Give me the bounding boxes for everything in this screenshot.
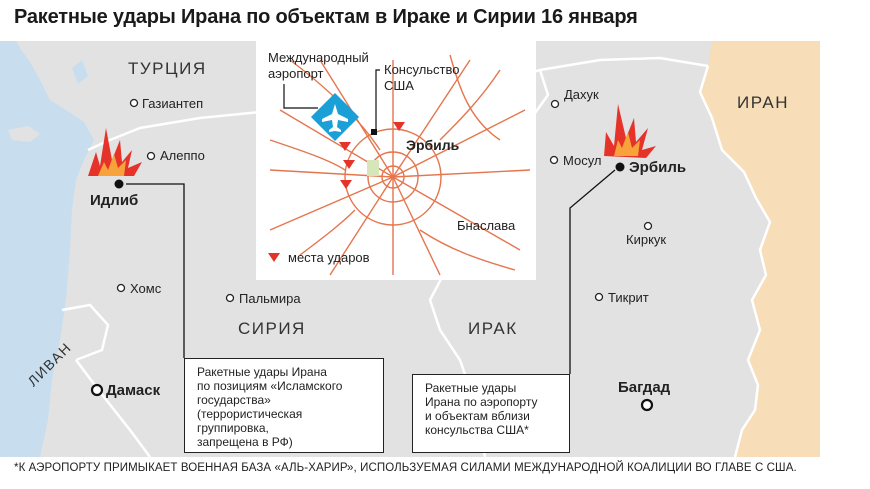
syria-callout-line-5: запрещена в РФ) [197,435,293,449]
inset-consulate-label-line2: США [384,78,414,93]
strike-marker [340,180,352,189]
iraq-callout-line-3: и объектам вблизи [425,409,530,423]
city-dot-damascus [90,383,104,397]
consulate-leader-line [375,69,380,129]
inset-city-label: Эрбиль [406,137,460,153]
syria-south-border [75,359,152,458]
iran-iraq-border [698,65,772,458]
strike-marker [393,122,405,131]
iran-territory [700,41,820,457]
city-label-palmyra: Пальмира [239,291,301,306]
footnote: *К АЭРОПОРТУ ПРИМЫКАЕТ ВОЕННАЯ БАЗА «АЛЬ… [14,462,797,474]
explosion-icon-idlib [88,128,142,176]
lake [72,60,88,84]
city-dot-palmyra [225,293,235,303]
explosion-icon-erbil [604,104,656,158]
strike-marker [343,160,355,169]
inset-airport-label-line1: Международный [268,50,369,65]
syria-strike-callout: Ракетные удары Ирана по позициям «Исламс… [184,358,384,453]
iraq-callout-line [569,169,616,374]
us-consulate-marker [371,129,377,135]
inset-consulate-label-line1: Консульство [384,62,460,77]
country-label-syria: СИРИЯ [238,319,306,338]
city-label-baghdad: Багдад [618,379,671,396]
city-dot-kirkuk [643,221,653,231]
syria-callout-line-4: (террористическая группировка, [197,407,303,435]
city-label-dahuk: Дахук [564,87,599,102]
city-dot-mosul [549,155,559,165]
city-label-aleppo: Алеппо [160,148,205,163]
lebanon-border [61,303,110,362]
city-label-kirkuk: Киркук [626,232,666,247]
country-label-iraq: ИРАК [468,319,518,338]
syria-callout-line-1: Ракетные удары Ирана [197,365,327,379]
city-label-gaziantep: Газиантеп [142,96,203,111]
inset-legend-label: места ударов [288,250,370,265]
city-dot-dahuk [550,99,560,109]
city-dot-idlib [114,179,124,189]
inset-park [367,160,379,176]
strike-markers [339,122,405,189]
iraq-callout-line-4: консульства США* [425,423,529,437]
inset-road-network [269,54,531,276]
country-label-turkey: ТУРЦИЯ [128,59,207,78]
country-label-iran: ИРАН [737,93,789,112]
mediterranean-sea [0,41,94,457]
city-dot-gaziantep [129,98,139,108]
legend-strike-icon [268,253,280,262]
inset-bnaslava-label: Бнаслава [457,218,516,233]
city-label-homs: Хомс [130,281,162,296]
syria-callout-line [126,183,185,358]
city-dot-aleppo [146,151,156,161]
city-dots [116,98,653,303]
iraq-callout-line-1: Ракетные удары [425,381,517,395]
airport-leader-line [283,84,318,109]
inset-background [262,44,532,276]
iraq-callout-line-2: Ирана по аэропорту [425,395,538,409]
syria-callout-line-2: по позициям «Исламского [197,379,343,393]
map-title: Ракетные удары Ирана по объектам в Ираке… [14,6,638,28]
syria-callout-line-3: государства» [197,393,271,407]
inset-airport-label-line2: аэропорт [268,66,324,81]
city-label-mosul: Мосул [563,153,602,168]
strike-marker [339,142,351,151]
city-dot-baghdad [640,398,654,412]
city-label-tikrit: Тикрит [608,290,649,305]
cyprus-island [8,126,40,142]
city-label-damascus: Дамаск [106,382,161,399]
city-dot-erbil [615,162,625,172]
iraq-strike-callout: Ракетные удары Ирана по аэропорту и объе… [412,374,570,453]
city-label-erbil: Эрбиль [629,159,686,176]
city-dot-tikrit [594,292,604,302]
city-label-idlib: Идлиб [90,192,138,209]
city-dot-homs [116,283,126,293]
airport-icon [310,92,360,142]
